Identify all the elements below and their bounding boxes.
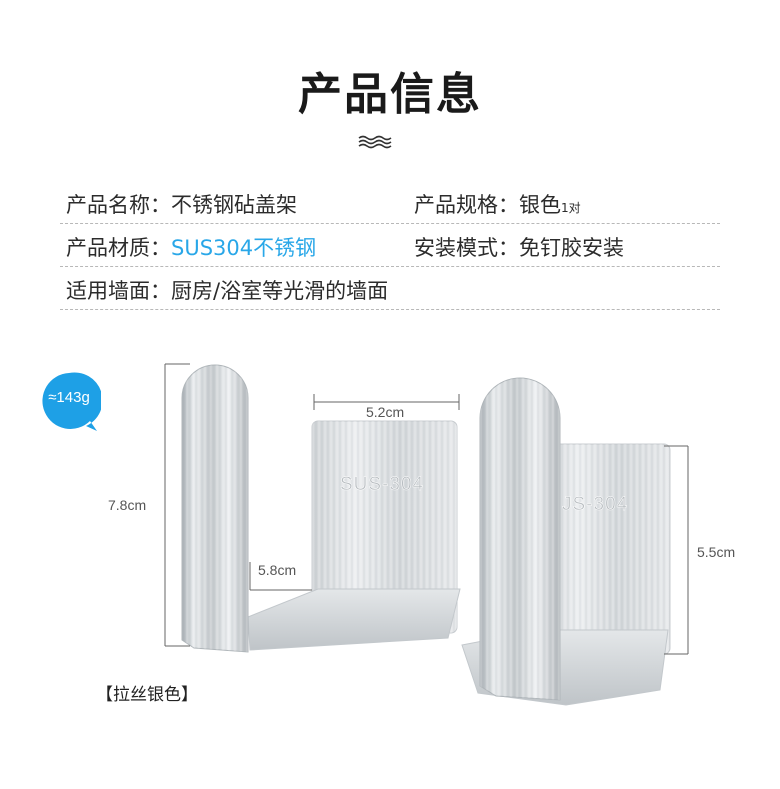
info-row-name: 产品名称：不锈钢砧盖架 产品规格：银色1对 — [60, 183, 720, 224]
product-material-value: SUS304不锈钢 — [171, 236, 317, 260]
install-mode: 安装模式：免钉胶安装 — [414, 232, 624, 262]
install-mode-label: 安装模式： — [414, 236, 519, 260]
product-spec-count: 1对 — [561, 201, 581, 215]
product-spec-value: 银色 — [519, 193, 561, 217]
page-title: 产品信息 — [298, 69, 482, 120]
dimension-height: 7.8cm — [108, 497, 147, 513]
product-name: 产品名称：不锈钢砧盖架 — [66, 189, 297, 219]
applicable-wall: 适用墙面：厨房/浴室等光滑的墙面 — [66, 275, 388, 305]
left-holder — [181, 364, 461, 653]
color-caption: 【拉丝银色】 — [96, 685, 198, 705]
engraving-right: JS-304 — [562, 494, 628, 515]
dimension-lines — [164, 363, 689, 655]
product-spec-label: 产品规格： — [414, 193, 519, 217]
dimension-depth: 5.8cm — [258, 562, 297, 578]
product-name-label: 产品名称： — [66, 193, 171, 217]
dimension-width: 5.2cm — [366, 404, 405, 420]
applicable-wall-value: 厨房/浴室等光滑的墙面 — [171, 279, 389, 303]
product-name-value: 不锈钢砧盖架 — [171, 193, 297, 217]
info-row-material: 产品材质：SUS304不锈钢 安装模式：免钉胶安装 — [60, 226, 720, 267]
weight-badge-icon — [42, 372, 101, 431]
weight-badge-text: ≈143g — [48, 389, 90, 406]
right-holder — [461, 377, 671, 706]
dimension-plate-height: 5.5cm — [697, 544, 736, 560]
install-mode-value: 免钉胶安装 — [519, 236, 624, 260]
info-row-wall: 适用墙面：厨房/浴室等光滑的墙面 — [60, 269, 720, 310]
product-material: 产品材质：SUS304不锈钢 — [66, 232, 316, 262]
engraving-left: SUS-304 — [340, 474, 424, 495]
applicable-wall-label: 适用墙面： — [66, 279, 171, 303]
product-material-label: 产品材质： — [66, 236, 171, 260]
product-spec: 产品规格：银色1对 — [414, 189, 581, 219]
wave-divider-icon — [358, 135, 392, 149]
